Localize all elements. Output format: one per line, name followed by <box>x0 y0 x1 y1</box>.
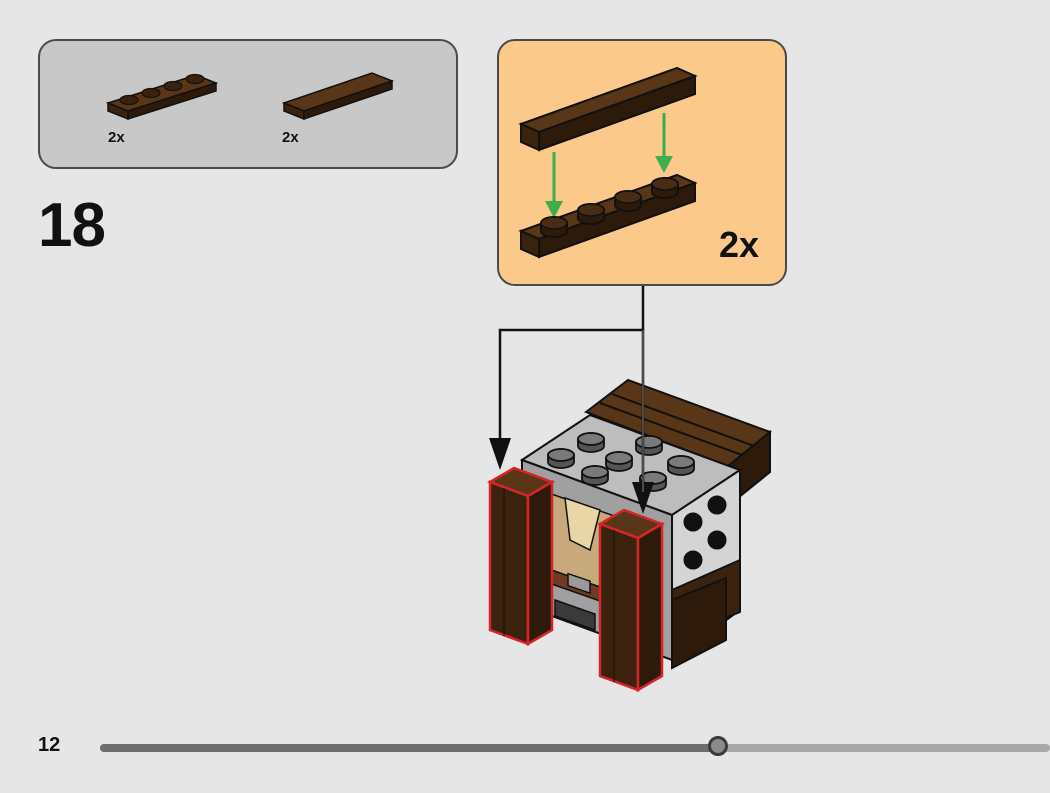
parts-list-panel: 2x 2x <box>38 39 458 169</box>
plate-1x4-part-icon <box>105 73 219 121</box>
step-number: 18 <box>38 191 106 260</box>
right-brown-panel <box>671 558 741 670</box>
subassembly-callout: 2x <box>497 39 787 286</box>
progress-bar <box>100 736 1050 756</box>
subassembly-diagram <box>518 66 698 259</box>
part-quantity: 2x <box>282 129 299 146</box>
main-model-diagram <box>487 286 773 693</box>
subassembly-quantity: 2x <box>718 224 759 265</box>
placement-arrow-head <box>489 438 654 514</box>
tile-piece <box>518 66 698 152</box>
progress-fill <box>100 744 718 752</box>
side-studs <box>683 495 727 570</box>
placed-tile-left <box>487 466 555 647</box>
tile-1x4-part-icon <box>281 72 395 121</box>
part-quantity: 2x <box>108 129 125 146</box>
green-arrow <box>545 113 673 218</box>
progress-knob[interactable] <box>708 736 728 756</box>
plate-piece <box>518 173 698 259</box>
page-number: 12 <box>38 734 61 756</box>
placed-tile-right <box>597 508 665 693</box>
